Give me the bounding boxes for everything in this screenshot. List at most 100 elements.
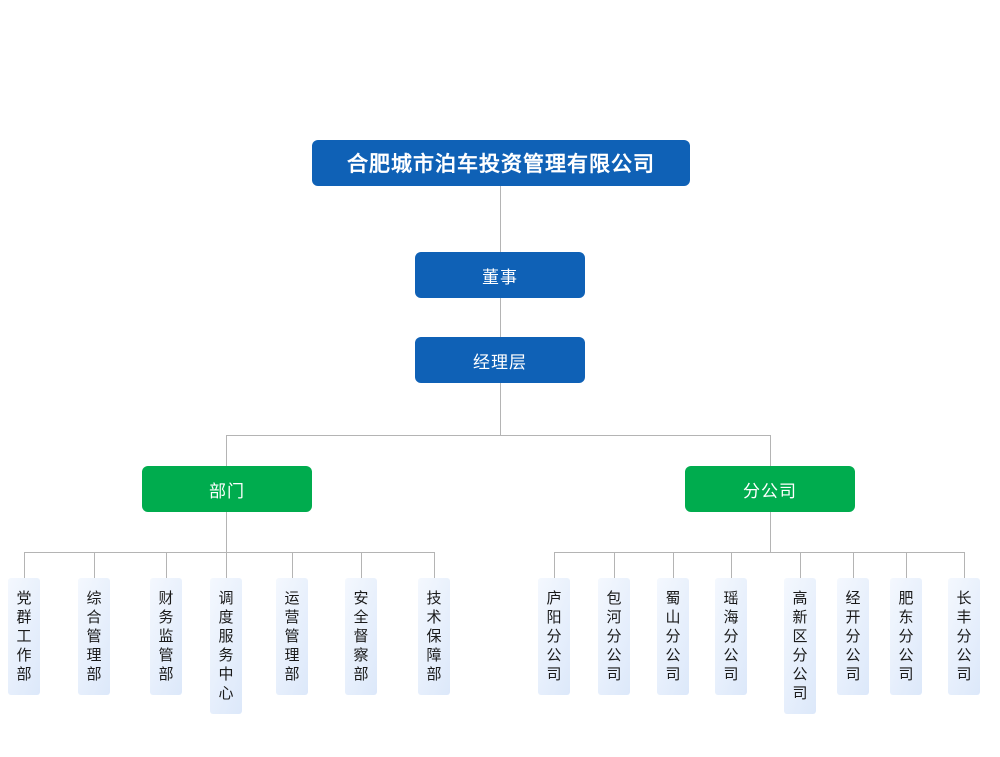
org-leaf-char: 蜀: [665, 590, 681, 607]
org-leaf-branch-2[interactable]: 包河分公司: [598, 578, 630, 695]
connector-department-drop-3: [166, 552, 167, 578]
org-leaf-char: 安: [353, 590, 369, 607]
org-leaf-char: 理: [86, 647, 102, 664]
org-leaf-char: 山: [665, 609, 681, 626]
org-leaf-char: 分: [665, 628, 681, 645]
org-leaf-char: 长: [956, 590, 972, 607]
org-leaf-branch-6[interactable]: 经开分公司: [837, 578, 869, 695]
org-leaf-char: 瑶: [723, 590, 739, 607]
org-leaf-branch-5[interactable]: 高新区分公司: [784, 578, 816, 714]
connector-department-drop-5: [292, 552, 293, 578]
org-leaf-char: 部: [426, 666, 442, 683]
org-leaf-char: 综: [86, 590, 102, 607]
org-leaf-char: 分: [898, 628, 914, 645]
connector-department-drop-6: [361, 552, 362, 578]
connector-bus-to-branch-group: [770, 435, 771, 466]
org-leaf-char: 新: [792, 609, 808, 626]
org-leaf-char: 工: [16, 628, 32, 645]
connector-department-drop-1: [24, 552, 25, 578]
connector-branch-drop-6: [853, 552, 854, 578]
org-leaf-char: 度: [218, 609, 234, 626]
org-leaf-char: 司: [723, 666, 739, 683]
org-leaf-char: 心: [218, 685, 234, 702]
org-leaf-char: 务: [218, 647, 234, 664]
connector-branch-drop-7: [906, 552, 907, 578]
org-leaf-char: 务: [158, 609, 174, 626]
org-leaf-char: 公: [845, 647, 861, 664]
org-leaf-char: 公: [723, 647, 739, 664]
org-leaf-char: 部: [16, 666, 32, 683]
connector-manager-stem: [500, 383, 501, 435]
org-leaf-char: 部: [158, 666, 174, 683]
org-leaf-char: 调: [218, 590, 234, 607]
org-leaf-department-4[interactable]: 调度服务中心: [210, 578, 242, 714]
connector-board-to-manager: [500, 298, 501, 337]
org-leaf-char: 分: [606, 628, 622, 645]
org-leaf-char: 中: [218, 666, 234, 683]
connector-branch-drop-8: [964, 552, 965, 578]
org-leaf-char: 公: [898, 647, 914, 664]
org-leaf-char: 公: [546, 647, 562, 664]
connector-department-drop-4: [226, 552, 227, 578]
connector-bus-to-department-group: [226, 435, 227, 466]
org-leaf-char: 部: [353, 666, 369, 683]
org-node-board-of-directors[interactable]: 董事: [415, 252, 585, 298]
org-leaf-char: 群: [16, 609, 32, 626]
org-leaf-char: 经: [845, 590, 861, 607]
org-node-group-branches[interactable]: 分公司: [685, 466, 855, 512]
connector-manager-bus: [226, 435, 771, 436]
org-leaf-char: 司: [898, 666, 914, 683]
org-leaf-department-3[interactable]: 财务监管部: [150, 578, 182, 695]
connector-department-bus: [24, 552, 434, 553]
org-leaf-branch-8[interactable]: 长丰分公司: [948, 578, 980, 695]
org-leaf-char: 管: [86, 628, 102, 645]
org-leaf-char: 司: [546, 666, 562, 683]
connector-branch-drop-2: [614, 552, 615, 578]
connector-department-group-stem: [226, 512, 227, 552]
org-leaf-department-1[interactable]: 党群工作部: [8, 578, 40, 695]
connector-branch-drop-5: [800, 552, 801, 578]
org-leaf-char: 分: [845, 628, 861, 645]
org-leaf-branch-4[interactable]: 瑶海分公司: [715, 578, 747, 695]
org-leaf-char: 作: [16, 647, 32, 664]
org-leaf-department-5[interactable]: 运营管理部: [276, 578, 308, 695]
org-leaf-department-6[interactable]: 安全督察部: [345, 578, 377, 695]
org-node-management-layer[interactable]: 经理层: [415, 337, 585, 383]
org-leaf-char: 公: [792, 666, 808, 683]
org-leaf-char: 障: [426, 647, 442, 664]
org-leaf-char: 司: [792, 685, 808, 702]
org-leaf-branch-1[interactable]: 庐阳分公司: [538, 578, 570, 695]
org-leaf-char: 财: [158, 590, 174, 607]
org-leaf-char: 管: [284, 628, 300, 645]
org-leaf-char: 阳: [546, 609, 562, 626]
org-leaf-char: 东: [898, 609, 914, 626]
org-leaf-branch-3[interactable]: 蜀山分公司: [657, 578, 689, 695]
org-leaf-char: 海: [723, 609, 739, 626]
org-leaf-branch-7[interactable]: 肥东分公司: [890, 578, 922, 695]
org-leaf-char: 分: [546, 628, 562, 645]
org-leaf-char: 保: [426, 628, 442, 645]
org-leaf-char: 区: [792, 628, 808, 645]
org-leaf-department-2[interactable]: 综合管理部: [78, 578, 110, 695]
org-node-root[interactable]: 合肥城市泊车投资管理有限公司: [312, 140, 690, 186]
org-leaf-char: 肥: [898, 590, 914, 607]
org-leaf-char: 司: [606, 666, 622, 683]
connector-branch-drop-1: [554, 552, 555, 578]
org-node-group-departments[interactable]: 部门: [142, 466, 312, 512]
org-leaf-char: 公: [606, 647, 622, 664]
org-leaf-char: 运: [284, 590, 300, 607]
org-leaf-char: 党: [16, 590, 32, 607]
org-leaf-char: 理: [284, 647, 300, 664]
org-leaf-department-7[interactable]: 技术保障部: [418, 578, 450, 695]
org-leaf-char: 监: [158, 628, 174, 645]
org-leaf-char: 分: [723, 628, 739, 645]
org-leaf-char: 管: [158, 647, 174, 664]
org-leaf-char: 督: [353, 628, 369, 645]
connector-department-drop-2: [94, 552, 95, 578]
org-leaf-char: 公: [665, 647, 681, 664]
org-leaf-char: 全: [353, 609, 369, 626]
connector-department-drop-7: [434, 552, 435, 578]
org-leaf-char: 开: [845, 609, 861, 626]
org-leaf-char: 司: [845, 666, 861, 683]
